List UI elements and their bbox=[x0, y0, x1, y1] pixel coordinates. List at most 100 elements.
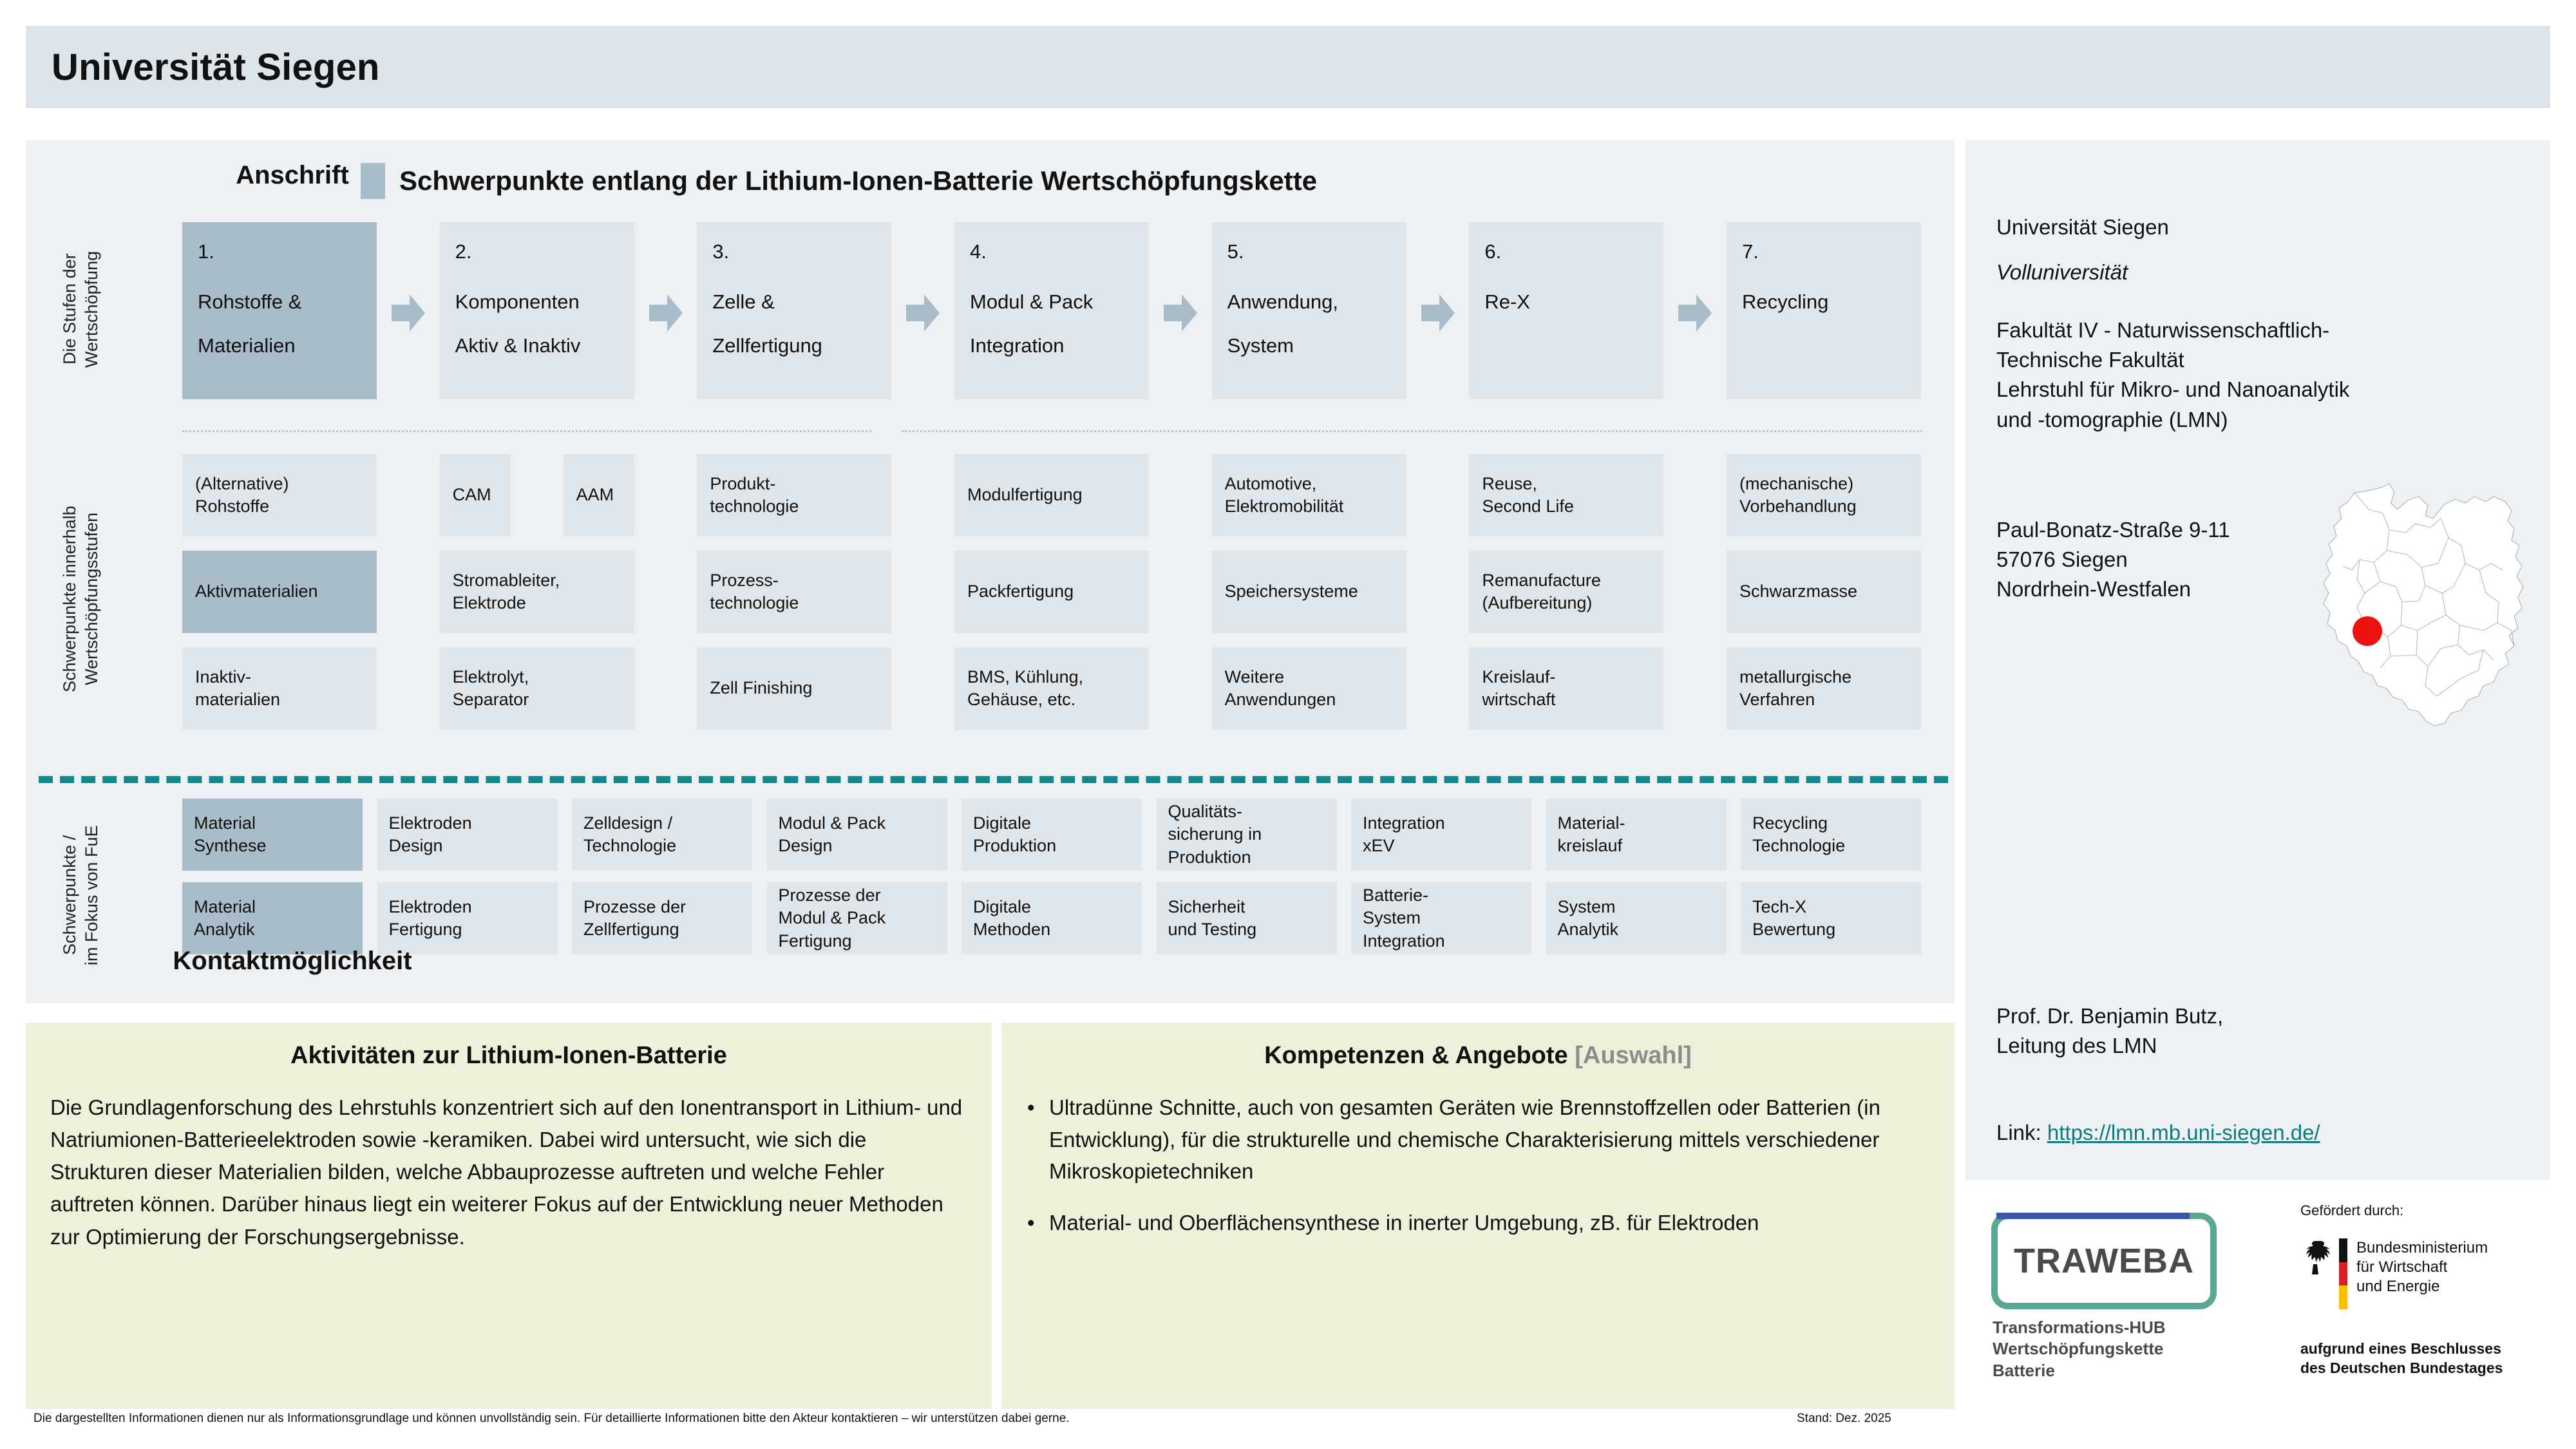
rd-focus-box[interactable]: Prozesse der Zellfertigung bbox=[572, 882, 752, 954]
stage-box-1[interactable]: 1.Rohstoffe &Materialien bbox=[182, 222, 377, 399]
focus-box[interactable]: Elektrolyt, Separator bbox=[439, 647, 634, 730]
focus-box[interactable]: Speichersysteme bbox=[1211, 551, 1406, 633]
rd-focus-box[interactable]: Tech-X Bewertung bbox=[1741, 882, 1921, 954]
stage-number: 6. bbox=[1484, 240, 1502, 263]
stage-number: 3. bbox=[712, 240, 730, 263]
contact-title: Kontaktmöglichkeit bbox=[173, 947, 412, 975]
stage-label-line2: Materialien bbox=[198, 334, 296, 357]
rd-focus-box[interactable]: Integration xEV bbox=[1351, 799, 1531, 871]
stage-box-7[interactable]: 7.Recycling bbox=[1727, 222, 1921, 399]
focus-box[interactable]: Produkt- technologie bbox=[697, 454, 892, 536]
stage-label-line1: Recycling bbox=[1742, 290, 1829, 313]
focus-box[interactable]: Weitere Anwendungen bbox=[1211, 647, 1406, 730]
rd-focus-box[interactable]: Modul & Pack Design bbox=[766, 799, 947, 871]
stage-box-3[interactable]: 3. Zelle & Zellfertigung bbox=[697, 222, 892, 399]
stage-number: 5. bbox=[1227, 240, 1244, 263]
stage-arrow-icon bbox=[1678, 294, 1712, 332]
app-header: Universität Siegen bbox=[26, 26, 2550, 108]
ministry-name: Bundesministerium für Wirtschaft und Ene… bbox=[2356, 1239, 2488, 1295]
focus-box[interactable]: AAM bbox=[563, 454, 634, 536]
stage-arrow-icon bbox=[1421, 294, 1455, 332]
germany-map bbox=[2293, 473, 2557, 737]
focus-box[interactable]: Aktivmaterialien bbox=[182, 551, 377, 633]
bmwi-logo: Bundesministerium für Wirtschaft und Ene… bbox=[2300, 1238, 2488, 1310]
vertical-label-stufen: Die Stufen der Wertschöpfung bbox=[60, 251, 101, 368]
vertical-label-schwerpunkte: Schwerpunkte innerhalb Wertschöpfungsstu… bbox=[60, 506, 101, 692]
contact-person: Prof. Dr. Benjamin Butz, Leitung des LMN bbox=[1996, 1004, 2224, 1058]
stage-label-line1: Anwendung, bbox=[1227, 290, 1339, 313]
legend-swatch-icon bbox=[361, 163, 385, 199]
stage-label-line2: Aktiv & Inaktiv bbox=[455, 334, 581, 357]
panel-heading-label: Schwerpunkte entlang der Lithium-Ionen-B… bbox=[399, 166, 1318, 196]
rd-focus-box[interactable]: System Analytik bbox=[1546, 882, 1727, 954]
rd-focus-box[interactable]: Recycling Technologie bbox=[1741, 799, 1921, 871]
stage-box-5[interactable]: 5.Anwendung,System bbox=[1211, 222, 1406, 399]
stage-label-line1: Zelle & bbox=[712, 290, 775, 313]
competence-text: Ultradünne Schnitte, auch von gesamten G… bbox=[1049, 1095, 1880, 1183]
focus-box[interactable]: Remanufacture (Aufbereitung) bbox=[1469, 551, 1664, 633]
focus-box[interactable]: Modulfertigung bbox=[954, 454, 1149, 536]
stage-box-6[interactable]: 6. Re-X bbox=[1469, 222, 1664, 399]
address-street: Paul-Bonatz-Straße 9-11 57076 Siegen Nor… bbox=[1996, 518, 2230, 601]
focus-box[interactable]: Packfertigung bbox=[954, 551, 1149, 633]
stage-label-line2: Integration bbox=[970, 334, 1065, 357]
focus-box[interactable]: Zell Finishing bbox=[697, 647, 892, 730]
competences-title-main: Kompetenzen & Angebote bbox=[1264, 1042, 1568, 1069]
focus-box[interactable]: BMS, Kühlung, Gehäuse, etc. bbox=[954, 647, 1149, 730]
focus-box[interactable]: Prozess- technologie bbox=[697, 551, 892, 633]
focus-box[interactable]: (Alternative) Rohstoffe bbox=[182, 454, 377, 536]
dotted-separator-right bbox=[902, 430, 1922, 432]
focus-box[interactable]: Automotive, Elektromobilität bbox=[1211, 454, 1406, 536]
focus-box[interactable]: (mechanische) Vorbehandlung bbox=[1727, 454, 1921, 536]
federal-eagle-icon bbox=[2306, 1241, 2330, 1274]
german-flag-bar-icon bbox=[2339, 1238, 2347, 1310]
rd-focus-box[interactable]: Zelldesign / Technologie bbox=[572, 799, 752, 871]
focus-box[interactable]: CAM bbox=[439, 454, 511, 536]
panel-heading: Schwerpunkte entlang der Lithium-Ionen-B… bbox=[361, 163, 1317, 199]
focus-box[interactable]: Kreislauf- wirtschaft bbox=[1469, 647, 1664, 730]
rd-focus-box[interactable]: Material Synthese bbox=[182, 799, 363, 871]
focus-box[interactable]: Stromableiter, Elektrode bbox=[439, 551, 634, 633]
rd-focus-box[interactable]: Material- kreislauf bbox=[1546, 799, 1727, 871]
activities-body: Die Grundlagenforschung des Lehrstuhls k… bbox=[50, 1095, 963, 1249]
address-type: Volluniversität bbox=[1996, 260, 2128, 284]
stage-label-line1: Modul & Pack bbox=[970, 290, 1094, 313]
footer-date: Stand: Dez. 2025 bbox=[1797, 1412, 1891, 1425]
contact-link-row: Link: https://lmn.mb.uni-siegen.de/ bbox=[1996, 1088, 2537, 1148]
stage-arrow-icon bbox=[1163, 294, 1197, 332]
address-title: Anschrift bbox=[236, 161, 349, 189]
competences-list: • Ultradünne Schnitte, auch von gesamten … bbox=[1027, 1092, 1933, 1238]
activities-title: Aktivitäten zur Lithium-Ionen-Batterie bbox=[290, 1042, 727, 1069]
rd-focus-box[interactable]: Sicherheit und Testing bbox=[1156, 882, 1337, 954]
focus-box[interactable]: Inaktiv- materialien bbox=[182, 647, 377, 730]
rd-focus-box[interactable]: Qualitäts- sicherung in Produktion bbox=[1156, 799, 1337, 871]
focus-box[interactable]: Reuse, Second Life bbox=[1469, 454, 1664, 536]
funded-by-label: Gefördert durch: bbox=[2300, 1202, 2404, 1218]
rd-focus-box[interactable]: Material Analytik bbox=[182, 882, 363, 954]
rd-focus-box[interactable]: Elektroden Fertigung bbox=[377, 882, 558, 954]
address-unit: Fakultät IV - Naturwissenschaftlich- Tec… bbox=[1996, 318, 2350, 431]
traweba-logo-accent-icon bbox=[1996, 1213, 2190, 1219]
stage-label-line1: Re-X bbox=[1484, 290, 1530, 313]
rd-focus-box[interactable]: Elektroden Design bbox=[377, 799, 558, 871]
contact-link[interactable]: https://lmn.mb.uni-siegen.de/ bbox=[2047, 1121, 2320, 1145]
bullet-icon: • bbox=[1027, 1210, 1035, 1235]
stage-number: 1. bbox=[198, 240, 214, 263]
rd-focus-box[interactable]: Digitale Methoden bbox=[961, 882, 1142, 954]
address-org: Universität Siegen bbox=[1996, 215, 2169, 239]
bundestag-note: aufgrund eines Beschlusses des Deutschen… bbox=[2300, 1340, 2503, 1376]
rd-focus-box[interactable]: Batterie- System Integration bbox=[1351, 882, 1531, 954]
stage-label-line1: Komponenten bbox=[455, 290, 580, 313]
focus-box[interactable]: metallurgische Verfahren bbox=[1727, 647, 1921, 730]
rd-focus-box[interactable]: Prozesse der Modul & Pack Fertigung bbox=[766, 882, 947, 954]
stage-number: 2. bbox=[455, 240, 472, 263]
focus-box[interactable]: Schwarzmasse bbox=[1727, 551, 1921, 633]
traweba-wordmark: TRAWEBA bbox=[2014, 1242, 2194, 1280]
page-title: Universität Siegen bbox=[52, 46, 380, 88]
stage-label-line2: Zellfertigung bbox=[712, 334, 822, 357]
rd-focus-box[interactable]: Digitale Produktion bbox=[961, 799, 1142, 871]
contact-link-label: Link: bbox=[1996, 1121, 2047, 1145]
